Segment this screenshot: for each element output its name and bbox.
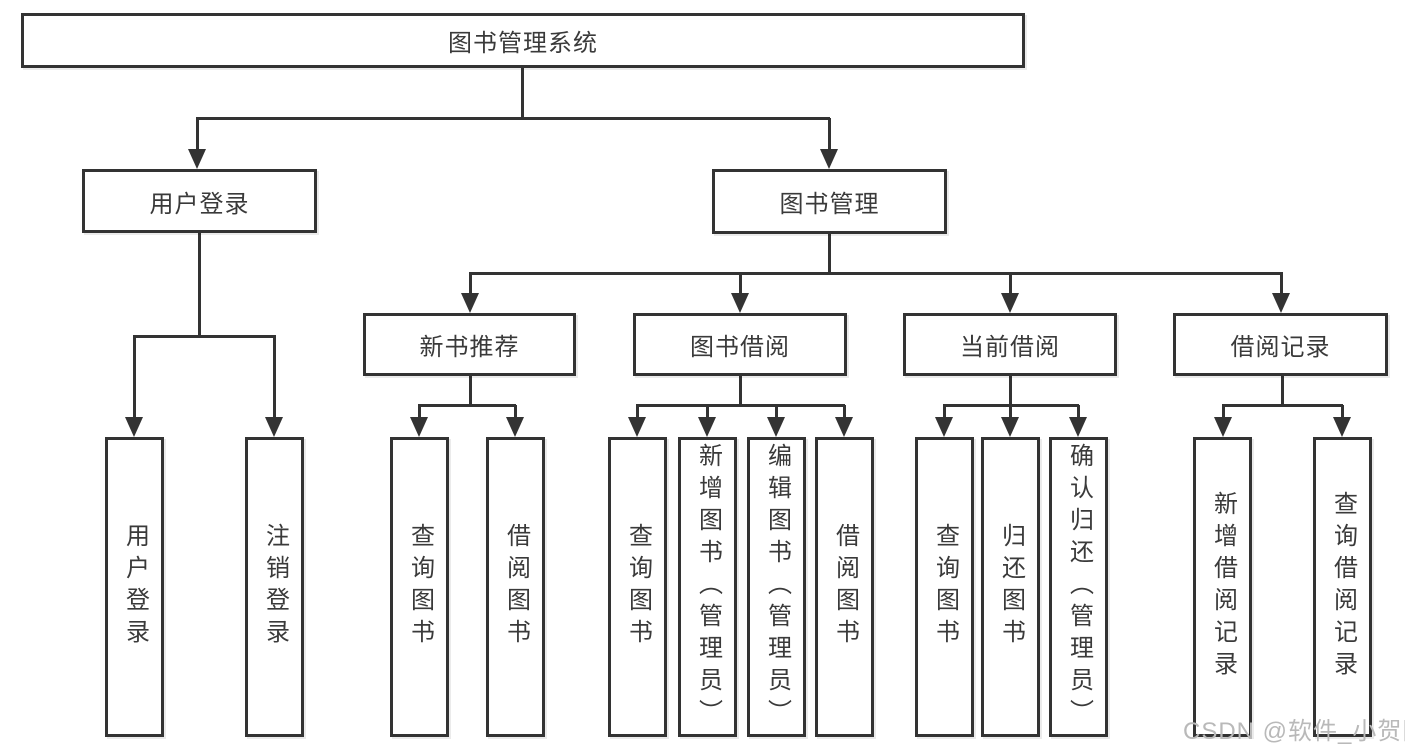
connector-line bbox=[418, 404, 516, 407]
connector-line bbox=[706, 405, 709, 419]
leaf-add-borrow-record: 新增借阅记录 bbox=[1193, 437, 1252, 737]
node-book-management-label: 图书管理 bbox=[779, 191, 880, 218]
leaf-user-login-label: 用户登录 bbox=[121, 523, 149, 651]
leaf-user-login: 用户登录 bbox=[105, 437, 164, 737]
arrow-down-icon bbox=[1272, 293, 1290, 313]
connector-line bbox=[1280, 273, 1283, 295]
leaf-query-book-current-label: 查询图书 bbox=[931, 523, 959, 651]
connector-line bbox=[636, 404, 845, 407]
connector-line bbox=[196, 118, 199, 151]
node-root-label: 图书管理系统 bbox=[448, 30, 598, 57]
node-current-borrow: 当前借阅 bbox=[903, 313, 1117, 376]
connector-line bbox=[418, 405, 421, 419]
arrow-down-icon bbox=[767, 417, 785, 437]
leaf-query-book-current: 查询图书 bbox=[915, 437, 974, 737]
connector-line bbox=[775, 405, 778, 419]
leaf-query-borrow-record: 查询借阅记录 bbox=[1313, 437, 1372, 737]
connector-line bbox=[828, 234, 831, 273]
leaf-edit-book-admin: 编辑图书（管理员） bbox=[747, 437, 806, 737]
arrow-down-icon bbox=[698, 417, 716, 437]
connector-line bbox=[739, 273, 742, 295]
node-borrow-records: 借阅记录 bbox=[1173, 313, 1388, 376]
connector-line bbox=[1009, 376, 1012, 405]
arrow-down-icon bbox=[820, 149, 838, 169]
leaf-borrow-book-recommend-label: 借阅图书 bbox=[502, 523, 530, 651]
leaf-edit-book-admin-label: 编辑图书（管理员） bbox=[763, 443, 791, 731]
leaf-query-book-borrow-label: 查询图书 bbox=[624, 523, 652, 651]
connector-line bbox=[273, 336, 276, 419]
leaf-query-book-recommend: 查询图书 bbox=[390, 437, 449, 737]
connector-line bbox=[1077, 405, 1080, 419]
node-new-book-recommend-label: 新书推荐 bbox=[419, 334, 520, 361]
arrow-down-icon bbox=[731, 293, 749, 313]
arrow-down-icon bbox=[835, 417, 853, 437]
connector-line bbox=[469, 376, 472, 405]
arrow-down-icon bbox=[188, 149, 206, 169]
connector-line bbox=[843, 405, 846, 419]
connector-line bbox=[469, 272, 1283, 275]
arrow-down-icon bbox=[1214, 417, 1232, 437]
arrow-down-icon bbox=[125, 417, 143, 437]
leaf-borrow-book-borrow: 借阅图书 bbox=[815, 437, 874, 737]
leaf-add-book-admin: 新增图书（管理员） bbox=[678, 437, 737, 737]
node-borrow-records-label: 借阅记录 bbox=[1230, 334, 1331, 361]
leaf-borrow-book-borrow-label: 借阅图书 bbox=[831, 523, 859, 651]
connector-line bbox=[521, 68, 524, 118]
connector-line bbox=[133, 336, 136, 419]
node-root: 图书管理系统 bbox=[21, 13, 1025, 68]
arrow-down-icon bbox=[1001, 417, 1019, 437]
connector-line bbox=[1341, 405, 1344, 419]
leaf-query-book-borrow: 查询图书 bbox=[608, 437, 667, 737]
arrow-down-icon bbox=[935, 417, 953, 437]
connector-line bbox=[1281, 376, 1284, 405]
leaf-add-book-admin-label: 新增图书（管理员） bbox=[694, 443, 722, 731]
leaf-query-book-recommend-label: 查询图书 bbox=[406, 523, 434, 651]
leaf-add-borrow-record-label: 新增借阅记录 bbox=[1209, 491, 1237, 683]
connector-line bbox=[636, 405, 639, 419]
arrow-down-icon bbox=[410, 417, 428, 437]
arrow-down-icon bbox=[1333, 417, 1351, 437]
connector-line bbox=[739, 376, 742, 405]
node-new-book-recommend: 新书推荐 bbox=[363, 313, 576, 376]
csdn-watermark: CSDN @软件_小贺同学 bbox=[1183, 718, 1405, 745]
connector-line bbox=[828, 118, 831, 151]
node-user-login-label: 用户登录 bbox=[149, 190, 250, 218]
leaf-query-borrow-record-label: 查询借阅记录 bbox=[1329, 491, 1357, 683]
arrow-down-icon bbox=[265, 417, 283, 437]
leaf-logout-label: 注销登录 bbox=[261, 523, 289, 651]
arrow-down-icon bbox=[1069, 417, 1087, 437]
arrow-down-icon bbox=[628, 417, 646, 437]
arrow-down-icon bbox=[1001, 293, 1019, 313]
connector-line bbox=[133, 335, 276, 338]
node-current-borrow-label: 当前借阅 bbox=[960, 334, 1060, 361]
connector-line bbox=[196, 117, 830, 120]
leaf-confirm-return-admin-label: 确认归还（管理员） bbox=[1065, 443, 1093, 731]
leaf-return-book: 归还图书 bbox=[981, 437, 1040, 737]
node-book-management: 图书管理 bbox=[712, 169, 947, 234]
leaf-logout: 注销登录 bbox=[245, 437, 304, 737]
connector-line bbox=[1009, 273, 1012, 295]
connector-line bbox=[514, 405, 517, 419]
leaf-return-book-label: 归还图书 bbox=[997, 523, 1025, 651]
node-user-login: 用户登录 bbox=[82, 169, 317, 233]
connector-line bbox=[469, 273, 472, 295]
connector-line bbox=[943, 405, 946, 419]
node-book-borrow: 图书借阅 bbox=[633, 313, 847, 376]
connector-line bbox=[198, 233, 201, 336]
arrow-down-icon bbox=[461, 293, 479, 313]
connector-line bbox=[1009, 405, 1012, 419]
connector-line bbox=[1222, 405, 1225, 419]
connector-line bbox=[1222, 404, 1343, 407]
leaf-confirm-return-admin: 确认归还（管理员） bbox=[1049, 437, 1108, 737]
node-book-borrow-label: 图书借阅 bbox=[690, 334, 790, 361]
arrow-down-icon bbox=[506, 417, 524, 437]
leaf-borrow-book-recommend: 借阅图书 bbox=[486, 437, 545, 737]
